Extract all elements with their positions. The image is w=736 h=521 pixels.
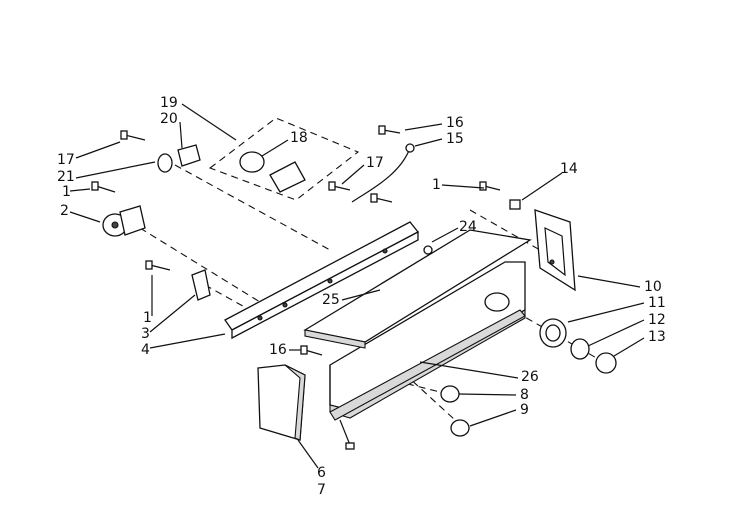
callout-16-bottom: 16 [269,342,287,358]
callout-17-left: 17 [57,152,75,168]
callout-9: 9 [520,402,529,418]
callout-3: 3 [141,326,150,342]
alignment-line-knob-to-panel [174,164,331,251]
wire-15 [351,147,411,203]
alignment-line-top-to-endcap [469,209,541,251]
knob-assembly [539,318,617,374]
callout-24: 24 [459,219,477,235]
callout-11: 11 [648,295,666,311]
callout-21: 21 [57,169,75,185]
callout-1-middle: 1 [432,177,441,193]
lamp-and-socket [157,144,201,173]
nuts [440,385,470,437]
callout-26: 26 [521,369,539,385]
end-cap [534,209,576,292]
callout-2: 2 [60,203,69,219]
callout-19: 19 [160,95,178,111]
callout-6: 6 [317,465,326,481]
callout-17-middle: 17 [366,155,384,171]
washer-15 [405,143,415,153]
top-cover-plate [303,229,532,349]
component-18 [239,151,306,193]
callout-14: 14 [560,161,578,177]
callout-4: 4 [141,342,150,358]
leader-lines [69,103,645,469]
callout-1-lower-left: 1 [143,310,152,326]
front-cover [257,364,306,441]
callout-18: 18 [290,130,308,146]
callout-15: 15 [446,131,464,147]
selector-switch [102,205,146,237]
callout-8: 8 [520,387,529,403]
callout-25: 25 [322,292,340,308]
callout-1-upper-left: 1 [62,184,71,200]
clip-14 [509,199,521,210]
callout-20: 20 [160,111,178,127]
callout-16-top: 16 [446,115,464,131]
callout-7: 7 [317,482,326,498]
screws [91,125,501,450]
callout-13: 13 [648,329,666,345]
mounting-bracket [191,269,211,301]
subassembly-dashed-outline [208,117,360,201]
callout-12: 12 [648,312,666,328]
trim-strip [329,309,526,421]
callout-10: 10 [644,279,662,295]
mounting-rail [224,221,419,340]
alignment-line-bracket-to-rail [204,284,251,311]
